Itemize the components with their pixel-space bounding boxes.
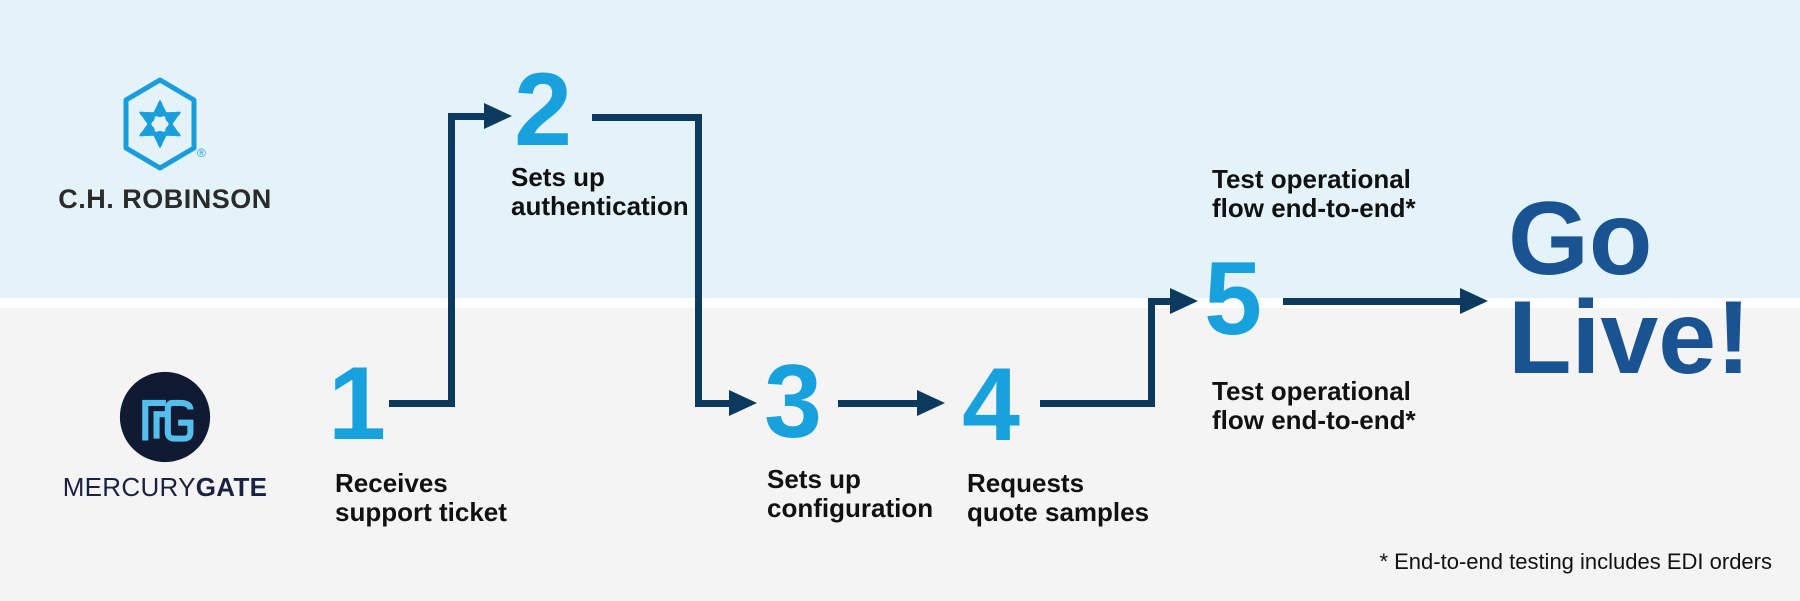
arrow-1-to-2-arrowhead-icon (484, 103, 512, 129)
footnote: * End-to-end testing includes EDI orders (1379, 549, 1772, 574)
step-4-number: 4 (962, 347, 1020, 463)
go-live-title: Go Live! (1508, 181, 1751, 396)
arrow-2-to-3-vertical (695, 114, 702, 407)
arrow-5-to-golive-horizontal (1283, 298, 1460, 305)
step-1-label: Receives support ticket (335, 468, 507, 527)
chrobinson-logo-icon (123, 77, 197, 171)
mercurygate-logo-icon (119, 371, 211, 463)
step-5-label-top: Test operational flow end-to-end* (1212, 164, 1416, 223)
step-1-number: 1 (328, 346, 386, 462)
step-3-number: 3 (764, 344, 822, 460)
arrow-2-to-3-horizontal-start (592, 114, 702, 121)
chrobinson-wordmark: C.H. ROBINSON (58, 184, 272, 214)
step-5-label-bottom: Test operational flow end-to-end* (1212, 376, 1416, 435)
arrow-1-to-2-vertical (448, 113, 455, 407)
step-5-number: 5 (1204, 241, 1262, 357)
arrow-4-to-5-arrowhead-icon (1170, 288, 1198, 314)
mercurygate-wordmark-regular: MERCURY (62, 472, 196, 502)
arrow-4-to-5-vertical (1148, 298, 1155, 407)
lane-divider (0, 298, 1800, 308)
registered-trademark: ® (197, 146, 206, 160)
chrobinson-lane-background (0, 0, 1800, 298)
arrow-5-to-golive-arrowhead-icon (1460, 288, 1488, 314)
arrow-3-to-4-horizontal (838, 400, 917, 407)
arrow-2-to-3-horizontal-end (695, 400, 729, 407)
mercurygate-wordmark-bold: GATE (195, 472, 268, 502)
arrow-3-to-4-arrowhead-icon (917, 390, 945, 416)
step-2-label: Sets up authentication (511, 162, 689, 221)
step-4-label: Requests quote samples (967, 468, 1150, 527)
step-2-number: 2 (514, 52, 572, 168)
arrow-1-to-2-horizontal-start (389, 400, 455, 407)
step-3-label: Sets up configuration (767, 464, 934, 523)
arrow-2-to-3-arrowhead-icon (729, 390, 757, 416)
arrow-4-to-5-horizontal-start (1040, 400, 1155, 407)
mercurygate-wordmark: MERCURYGATE (50, 472, 280, 503)
arrow-1-to-2-horizontal-end (448, 113, 484, 120)
arrow-4-to-5-horizontal-end (1148, 298, 1170, 305)
mercurygate-lane-background (0, 308, 1800, 601)
